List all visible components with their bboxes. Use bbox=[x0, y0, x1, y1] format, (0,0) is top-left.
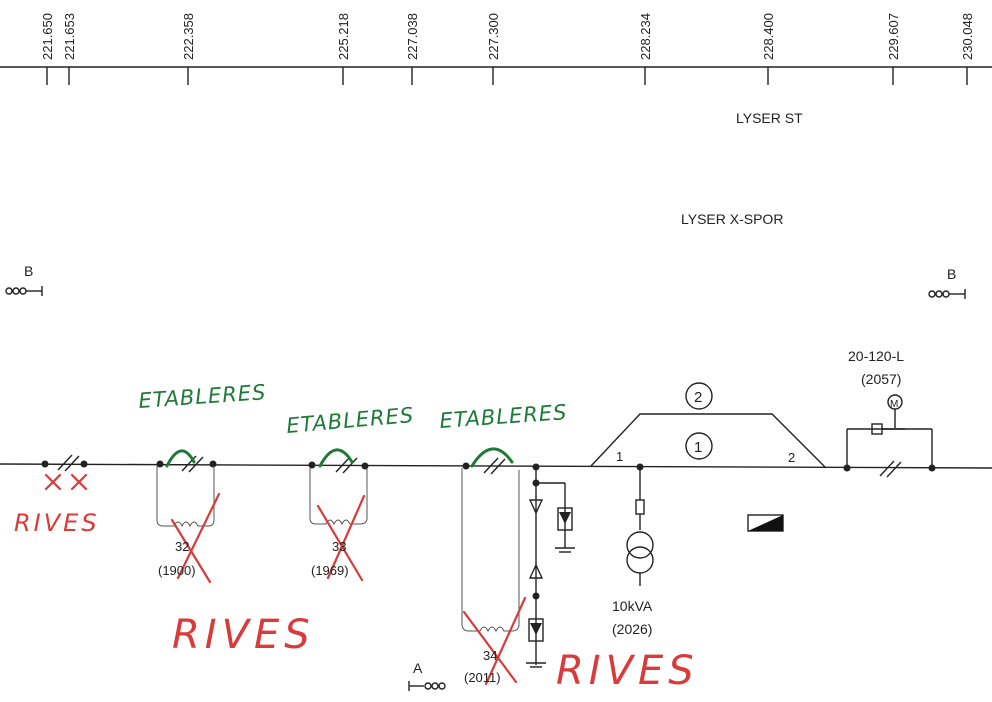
switch-32: 32 (1900) bbox=[156, 449, 221, 584]
chainage-tick-6: 227.300 bbox=[486, 13, 501, 85]
chainage-label: 221.650 bbox=[40, 13, 55, 60]
signal-letter: B bbox=[24, 263, 33, 279]
switch-year: (1969) bbox=[311, 563, 349, 578]
chainage-label: 227.300 bbox=[486, 13, 501, 60]
breaker-left bbox=[41, 454, 88, 491]
switch-number: 33 bbox=[332, 539, 346, 554]
chainage-tick-8: 228.400 bbox=[761, 13, 776, 85]
switch-year: (2011) bbox=[464, 670, 501, 685]
chainage-label: 221.653 bbox=[62, 13, 77, 60]
chainage-header: 221.650 221.653 222.358 225.218 227.038 … bbox=[0, 13, 992, 85]
chainage-label: 227.038 bbox=[405, 13, 420, 60]
chainage-label: 230.048 bbox=[960, 13, 975, 60]
signal-letter: A bbox=[413, 660, 423, 676]
annotation-rives-left: RIVES bbox=[14, 509, 100, 537]
switch-code: 20-120-L bbox=[848, 348, 904, 364]
track-label-cross: LYSER X-SPOR bbox=[681, 211, 783, 227]
annotation-etableres-2: ETABLERES bbox=[285, 403, 415, 438]
switch-number: 34 bbox=[483, 648, 497, 663]
track-number-1: 1 bbox=[694, 439, 702, 456]
transformer-rating: 10kVA bbox=[612, 598, 653, 614]
motor-label: M bbox=[890, 399, 898, 410]
signal-b-right: B bbox=[928, 266, 966, 299]
chainage-tick-1: 221.650 bbox=[40, 13, 55, 85]
signal-a: A bbox=[408, 660, 446, 691]
half-filled-square bbox=[747, 514, 784, 532]
track-end-label: 1 bbox=[616, 449, 623, 464]
track-end-label: 2 bbox=[788, 450, 795, 465]
annotation-etableres-3: ETABLERES bbox=[439, 400, 568, 433]
switch-33: 33 (1969) bbox=[308, 448, 369, 582]
chainage-tick-7: 228.234 bbox=[638, 13, 653, 85]
chainage-label: 228.400 bbox=[761, 13, 776, 60]
track-loop: 1 2 2 1 bbox=[590, 382, 827, 471]
chainage-tick-10: 230.048 bbox=[960, 13, 975, 85]
switch-number: 32 bbox=[175, 539, 189, 554]
track-label-main: LYSER ST bbox=[736, 110, 803, 126]
chainage-tick-2: 221.653 bbox=[62, 13, 77, 85]
switch-right: 20-120-L (2057) M bbox=[843, 348, 936, 478]
chainage-label: 228.234 bbox=[638, 13, 653, 60]
chainage-tick-9: 229.607 bbox=[886, 13, 901, 85]
chainage-tick-5: 227.038 bbox=[405, 13, 420, 85]
chainage-label: 225.218 bbox=[336, 13, 351, 60]
switch-year: (1900) bbox=[158, 563, 196, 578]
signal-b-left: B bbox=[5, 263, 43, 296]
annotation-rives-right: RIVES bbox=[556, 648, 699, 694]
annotation-etableres-1: ETABLERES bbox=[138, 380, 267, 413]
chainage-label: 222.358 bbox=[181, 13, 196, 60]
main-track bbox=[0, 463, 992, 469]
transformer-year: (2026) bbox=[612, 621, 652, 637]
signal-letter: B bbox=[947, 266, 956, 282]
transformer: 10kVA (2026) bbox=[612, 467, 654, 637]
track-number-2: 2 bbox=[694, 389, 702, 406]
annotation-rives-center: RIVES bbox=[172, 612, 315, 658]
chainage-label: 229.607 bbox=[886, 13, 901, 60]
chainage-tick-4: 225.218 bbox=[336, 13, 351, 85]
switch-year: (2057) bbox=[861, 371, 901, 387]
chainage-tick-3: 222.358 bbox=[181, 13, 196, 85]
switch-34: 34 (2011) bbox=[461, 447, 575, 686]
